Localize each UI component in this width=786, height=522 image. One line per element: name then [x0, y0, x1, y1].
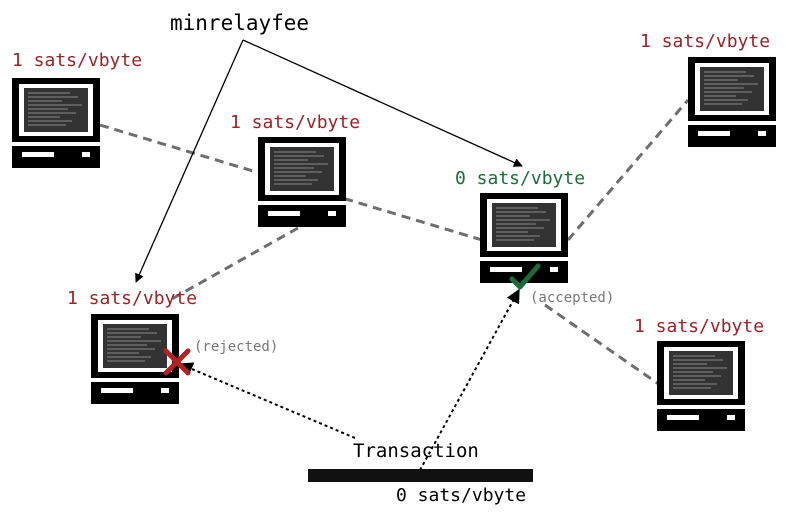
arrow-transaction-accepted: [419, 288, 520, 471]
link-center-bottomright: [544, 303, 661, 387]
minrelayfee-title: minrelayfee: [170, 11, 310, 35]
arrow-minrelayfee-center: [242, 39, 523, 167]
transaction-fee-label: 0 sats/vbyte: [396, 485, 527, 506]
node-fee-label: 1 sats/vbyte: [230, 112, 361, 133]
transaction-label: Transaction: [353, 440, 479, 462]
computer-icon: [480, 193, 568, 283]
link-middle-left: [169, 226, 299, 302]
rejected-status: (rejected): [194, 339, 279, 355]
link-center-topright: [566, 99, 690, 241]
node-fee-label: 1 sats/vbyte: [640, 31, 771, 52]
checkmark-icon: [509, 263, 541, 290]
node-fee-label: 0 sats/vbyte: [455, 168, 586, 189]
computer-icon: [91, 314, 179, 404]
node-fee-label: 1 sats/vbyte: [67, 288, 198, 309]
accepted-status: (accepted): [530, 290, 615, 306]
node-fee-label: 1 sats/vbyte: [12, 50, 143, 71]
arrow-minrelayfee-left: [135, 39, 244, 283]
x-icon: [163, 348, 191, 376]
transaction-bar: [308, 469, 533, 482]
computer-icon: [688, 57, 776, 147]
computer-icon: [12, 78, 100, 168]
arrow-transaction-rejected: [178, 362, 356, 439]
computer-icon: [258, 137, 346, 227]
node-fee-label: 1 sats/vbyte: [634, 316, 765, 337]
computer-icon: [657, 341, 745, 431]
